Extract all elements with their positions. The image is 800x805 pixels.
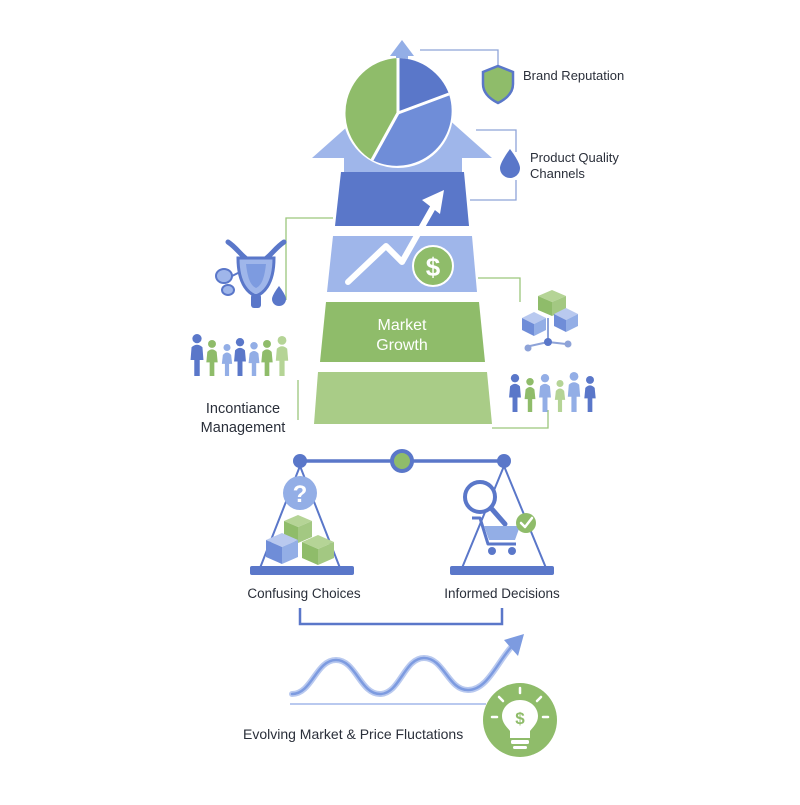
shield-icon	[481, 64, 515, 105]
balance-scale-icon	[250, 449, 554, 626]
svg-text:?: ?	[293, 481, 308, 508]
person-head	[510, 374, 520, 383]
wave-arrow-icon	[289, 634, 524, 705]
people-group-icon	[190, 334, 289, 376]
person-head	[263, 340, 271, 348]
person-body	[234, 347, 246, 376]
person-head	[586, 376, 594, 384]
cubes-icon	[266, 515, 334, 565]
svg-text:$: $	[426, 252, 441, 282]
arrow-tip	[390, 40, 414, 56]
connector-left	[285, 217, 333, 300]
person-body	[190, 344, 204, 376]
person-body	[539, 383, 551, 412]
person-body	[584, 385, 596, 412]
label-product-quality: Product Quality Channels	[530, 150, 619, 182]
connector-quality	[476, 129, 517, 152]
label-brand-reputation: Brand Reputation	[523, 68, 625, 83]
cubes-network-icon	[522, 290, 578, 352]
magnifier-icon	[463, 480, 508, 527]
person-body	[524, 386, 536, 412]
connector-lines	[285, 49, 549, 429]
person-head	[556, 380, 564, 388]
shopping-cart-icon	[472, 516, 520, 555]
person-head	[526, 378, 534, 386]
svg-text:$: $	[515, 709, 525, 728]
trend-arrow-icon	[345, 190, 444, 285]
label-incontiance-line1: Incontiance	[205, 401, 281, 417]
pyramid-band-3	[320, 302, 485, 362]
label-confusing-choices: Confusing Choices	[247, 586, 361, 601]
lightbulb-dollar-icon: $	[483, 683, 557, 757]
label-market-growth: Market Growth	[352, 316, 452, 356]
person-head	[235, 338, 245, 347]
person-head	[208, 340, 216, 348]
people-group-icon	[509, 372, 596, 412]
label-product-quality-line1: Product Quality	[530, 150, 619, 165]
label-informed-decisions: Informed Decisions	[444, 586, 560, 601]
label-market-growth-line1: Market	[377, 317, 427, 334]
label-incontiance-management: Incontiance Management	[188, 400, 298, 438]
person-body	[221, 352, 233, 376]
person-body	[248, 350, 260, 376]
person-head	[192, 334, 202, 344]
person-head	[569, 372, 579, 381]
water-drop-icon	[500, 149, 520, 178]
connector-right-bottom	[492, 410, 549, 429]
connector-quality-2	[470, 180, 517, 201]
pie-chart-icon	[343, 58, 453, 168]
arrow-tip-shaft	[396, 54, 408, 62]
person-head	[250, 342, 258, 350]
person-head	[540, 374, 550, 383]
person-body	[261, 349, 273, 376]
person-body	[567, 382, 581, 412]
water-drop-icon	[272, 286, 286, 306]
checkmark-icon	[516, 513, 536, 533]
person-body	[206, 349, 218, 376]
pyramid-band-1	[335, 172, 469, 226]
uterus-icon	[215, 239, 287, 308]
person-body	[554, 388, 566, 412]
dollar-coin-icon: $	[412, 245, 454, 287]
question-mark-icon: ?	[283, 476, 317, 510]
label-product-quality-line2: Channels	[530, 166, 585, 181]
connector-right	[478, 277, 521, 302]
person-body	[275, 346, 289, 376]
person-head	[223, 344, 231, 352]
label-evolving-market: Evolving Market & Price Fluctations	[243, 726, 464, 742]
person-body	[509, 383, 521, 412]
label-market-growth-line2: Growth	[376, 337, 428, 354]
label-incontiance-line2: Management	[200, 420, 286, 436]
person-head	[277, 336, 287, 345]
pyramid-band-4	[314, 372, 492, 424]
connector-brand	[420, 49, 499, 68]
